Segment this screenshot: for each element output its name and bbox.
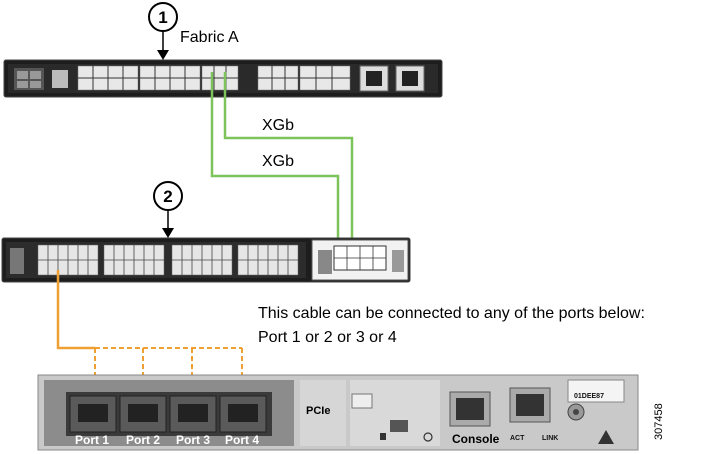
- orange-cable: [56, 270, 95, 350]
- xgb-cables: [210, 72, 354, 244]
- port-4-label: Port 4: [225, 433, 259, 447]
- port-3-label: Port 3: [176, 433, 210, 447]
- callout-1-label: 1: [158, 8, 167, 27]
- fabric-interconnect: [3, 59, 443, 98]
- act-label: ACT: [510, 435, 525, 442]
- xgb-label-lower: XGb: [262, 153, 294, 170]
- pcie-label: PCIe: [306, 405, 330, 417]
- port-1-label: Port 1: [75, 433, 109, 447]
- note-line-1: This cable can be connected to any of th…: [258, 305, 645, 322]
- callout-1: 1: [148, 2, 178, 60]
- fabric-a-label: Fabric A: [180, 29, 239, 46]
- xgb-label-upper: XGb: [262, 117, 294, 134]
- callout-2: 2: [153, 181, 183, 238]
- port-2-label: Port 2: [126, 433, 160, 447]
- console-label: Console: [452, 432, 500, 446]
- xgb-cable-lower: [210, 72, 340, 244]
- fabric-extender: [1, 237, 411, 283]
- card-port-labels: Port 1 Port 2 Port 3 Port 4: [75, 433, 259, 447]
- link-label: LINK: [542, 435, 558, 442]
- serial-tag: 01DEE87: [574, 393, 604, 400]
- adapter-card: [37, 374, 639, 451]
- note-line-2: Port 1 or 2 or 3 or 4: [258, 329, 397, 346]
- xgb-cable-upper: [223, 72, 354, 244]
- callout-2-label: 2: [163, 187, 172, 206]
- figure-number: 307458: [653, 403, 665, 440]
